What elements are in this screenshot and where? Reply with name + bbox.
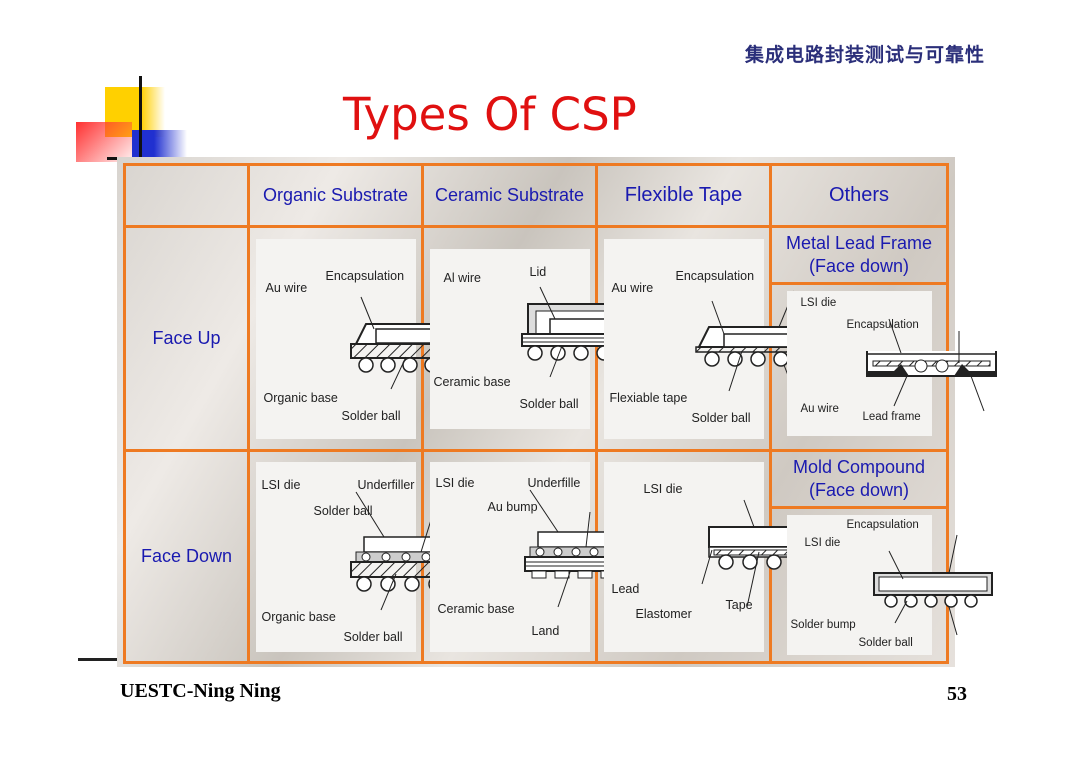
cell-organic-face-up: Au wire Encapsulation Organic base Solde… xyxy=(247,225,487,452)
label-organic-base: Organic base xyxy=(263,390,338,405)
label-au-wire: Au wire xyxy=(265,280,308,295)
course-title: 集成电路封装测试与可靠性 xyxy=(745,44,986,66)
table-header-row: Organic Substrate Ceramic Substrate Flex… xyxy=(123,163,949,228)
label-ceramic-base: Ceramic base xyxy=(433,374,511,389)
decor-vertical-line xyxy=(139,76,142,158)
table-row-face-down: Face Down LSI die Underfiller Solder bal… xyxy=(123,449,993,664)
label-au-wire: Au wire xyxy=(611,280,654,295)
metal-lead-frame-heading: Metal Lead Frame (Face down) xyxy=(772,228,946,285)
label-lsi-die: LSI die xyxy=(804,537,841,549)
label-solder-ball: Solder ball xyxy=(341,408,401,423)
column-header-others: Others xyxy=(769,163,949,228)
label-solder-ball: Solder ball xyxy=(691,410,751,425)
metal-lead-frame-title: Metal Lead Frame xyxy=(785,233,933,253)
column-header-organic: Organic Substrate xyxy=(247,163,424,228)
diagram-tape-face-down: LSI die Lead Elastomer Tape xyxy=(603,461,840,652)
metal-lead-frame-subtitle: (Face down) xyxy=(808,256,910,276)
column-header-ceramic: Ceramic Substrate xyxy=(421,163,598,228)
diagram-organic-face-down: LSI die Underfiller Solder ball Organic … xyxy=(255,461,492,652)
row-header-face-up: Face Up xyxy=(123,225,250,452)
label-al-wire: Al wire xyxy=(443,270,482,285)
row-header-face-down: Face Down xyxy=(123,449,250,664)
label-organic-base: Organic base xyxy=(261,609,336,624)
diagram-tape-face-up: Au wire Encapsulation Flexiable tape Sol… xyxy=(603,238,837,439)
mold-compound-heading: Mold Compound (Face down) xyxy=(772,452,946,509)
decor-red-square xyxy=(76,122,132,162)
label-flexiable-tape: Flexiable tape xyxy=(609,390,688,405)
label-underfiller: Underfiller xyxy=(357,477,415,492)
corner-cell xyxy=(123,163,250,228)
table-row-face-up: Face Up Au wire Encapsulation Organic ba… xyxy=(123,225,997,452)
diagram-ceramic-face-down: LSI die Underfille Au bump Ceramic base … xyxy=(429,461,666,652)
decor-horizontal-tick xyxy=(107,157,117,160)
cell-others-face-down: Mold Compound (Face down) Encapsulation … xyxy=(769,449,993,664)
label-encapsulation: Encapsulation xyxy=(846,519,919,531)
label-lsi-die: LSI die xyxy=(800,297,837,309)
diagram-organic-face-up: Au wire Encapsulation Organic base Solde… xyxy=(255,238,487,439)
package-drawing xyxy=(873,534,993,636)
label-elastomer: Elastomer xyxy=(635,606,692,621)
footer-author: UESTC-Ning Ning xyxy=(120,680,281,702)
label-tape: Tape xyxy=(725,597,753,612)
decor-bottom-line xyxy=(78,658,118,661)
diagram-mold-compound: Encapsulation LSI die Solder bump Solder… xyxy=(786,515,993,655)
column-header-tape: Flexible Tape xyxy=(595,163,772,228)
label-land: Land xyxy=(531,623,560,638)
cell-ceramic-face-down: LSI die Underfille Au bump Ceramic base … xyxy=(421,449,666,664)
label-lid: Lid xyxy=(529,264,547,279)
label-solder-ball: Solder ball xyxy=(858,637,913,649)
label-solder-ball-top: Solder ball xyxy=(313,503,373,518)
label-lsi-die: LSI die xyxy=(643,481,683,496)
mold-compound-subtitle: (Face down) xyxy=(808,480,910,500)
label-ceramic-base: Ceramic base xyxy=(437,601,515,616)
label-solder-ball: Solder ball xyxy=(519,396,579,411)
cell-ceramic-face-up: Al wire Lid Ceramic base Solder ball xyxy=(421,225,659,452)
label-au-bump: Au bump xyxy=(487,499,538,514)
label-underfille: Underfille xyxy=(527,475,581,490)
mold-compound-title: Mold Compound xyxy=(792,457,926,477)
label-encapsulation: Encapsulation xyxy=(325,268,405,283)
label-lsi-die: LSI die xyxy=(261,477,301,492)
diagram-ceramic-face-up: Al wire Lid Ceramic base Solder ball xyxy=(429,248,659,429)
label-solder-bump: Solder bump xyxy=(790,619,856,631)
package-drawing xyxy=(866,318,997,412)
cell-tape-face-up: Au wire Encapsulation Flexiable tape Sol… xyxy=(595,225,837,452)
slide-title: Types Of CSP xyxy=(343,88,637,141)
label-encapsulation: Encapsulation xyxy=(846,319,919,331)
label-lead-frame: Lead frame xyxy=(862,411,921,423)
cell-others-face-up: Metal Lead Frame (Face down) LSI die xyxy=(769,225,997,452)
cell-organic-face-down: LSI die Underfiller Solder ball Organic … xyxy=(247,449,492,664)
csp-types-table: Organic Substrate Ceramic Substrate Flex… xyxy=(123,163,997,664)
cell-tape-face-down: LSI die Lead Elastomer Tape xyxy=(595,449,840,664)
label-au-wire: Au wire xyxy=(800,403,839,415)
label-solder-ball: Solder ball xyxy=(343,629,403,644)
label-lsi-die: LSI die xyxy=(435,475,475,490)
diagram-metal-lead-frame: LSI die Encapsulation Au wire Lead frame xyxy=(786,291,997,436)
label-lead: Lead xyxy=(611,581,640,596)
page-number: 53 xyxy=(947,683,967,705)
label-encapsulation: Encapsulation xyxy=(675,268,755,283)
